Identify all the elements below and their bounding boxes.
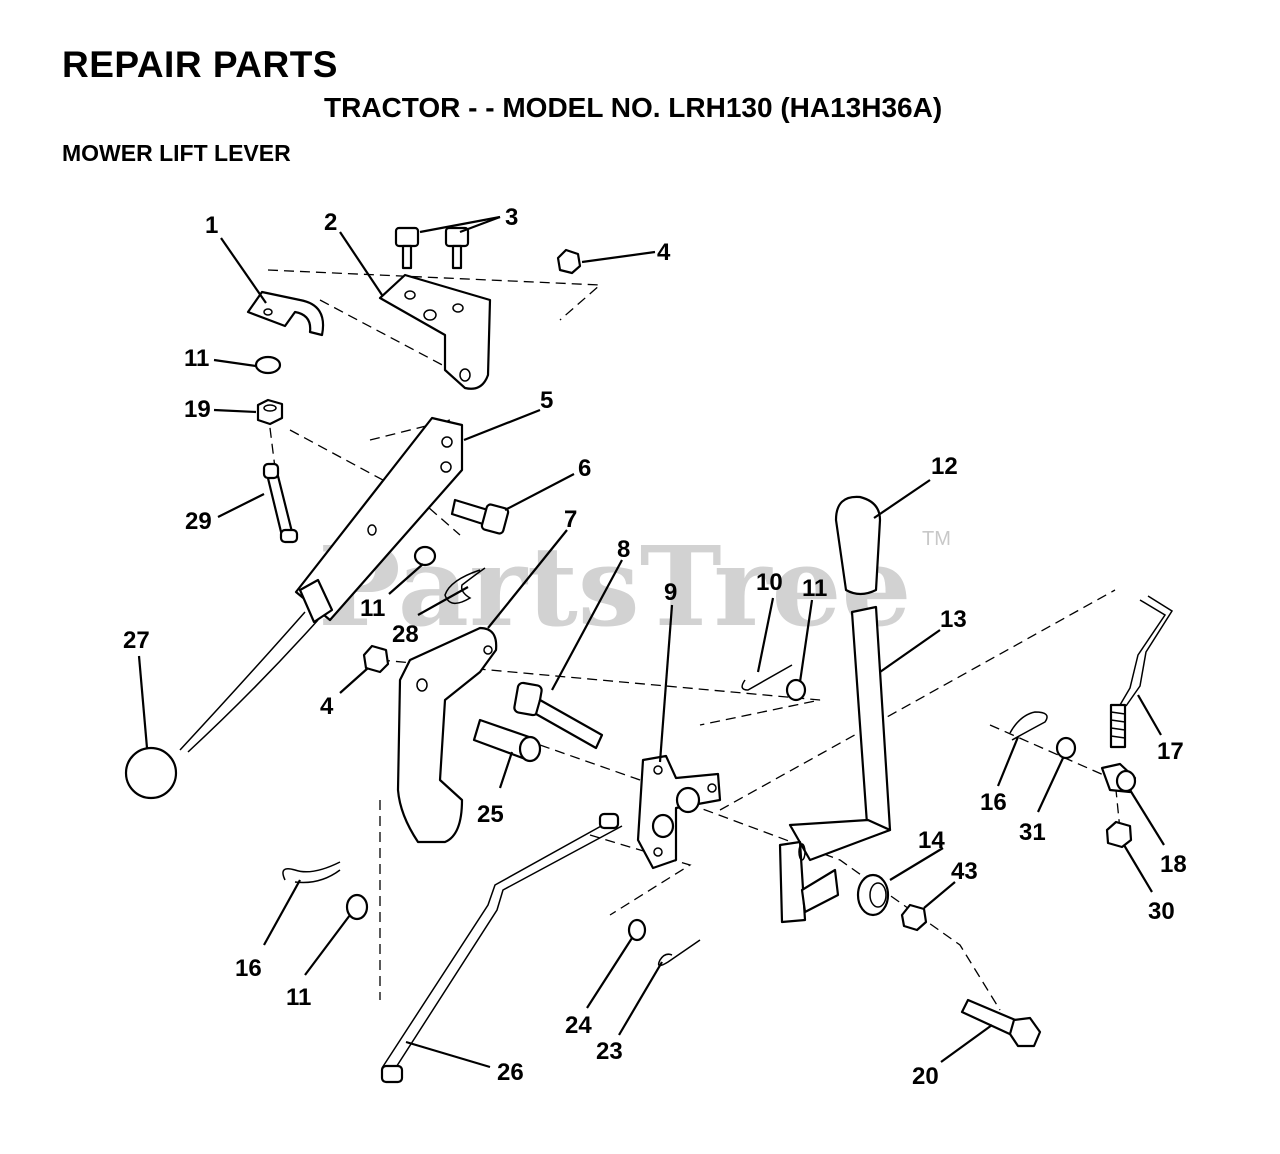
part-20-bolt (960, 998, 1042, 1048)
callout-11d: 11 (286, 984, 311, 1011)
callout-26: 26 (497, 1059, 524, 1086)
callout-17: 17 (1157, 738, 1184, 765)
part-16-hairpin-b (282, 861, 341, 884)
callout-31: 31 (1019, 819, 1046, 846)
part-5-lever-arm (179, 416, 464, 753)
section-title: MOWER LIFT LEVER (62, 140, 291, 166)
callout-3: 3 (505, 204, 518, 231)
part-11-washer-a (254, 355, 282, 375)
callout-10: 10 (756, 569, 783, 596)
part-16-hairpin-a (1009, 711, 1048, 741)
part-24-washer (627, 918, 647, 942)
part-27-knob (124, 746, 178, 800)
callout-6: 6 (578, 455, 591, 482)
callout-29: 29 (185, 508, 212, 535)
callout-12: 12 (931, 453, 958, 480)
part-4-nut-top (556, 248, 582, 275)
callout-1: 1 (205, 212, 218, 239)
part-1-clip (246, 290, 325, 337)
part-12-grip (834, 495, 882, 596)
callout-2: 2 (324, 209, 337, 236)
page-title: REPAIR PARTS (62, 44, 338, 85)
part-43-nut (900, 903, 928, 932)
part-28-hairpin (444, 567, 486, 604)
callout-11c: 11 (802, 575, 827, 602)
callout-16b: 16 (235, 955, 262, 982)
callout-19: 19 (184, 396, 211, 423)
callout-9: 9 (664, 579, 677, 606)
part-14-bushing (856, 873, 890, 917)
part-3-bolts (394, 226, 470, 270)
part-17-rod (1109, 595, 1174, 749)
callout-7: 7 (564, 506, 577, 533)
callout-13: 13 (940, 606, 967, 633)
callout-11a: 11 (184, 345, 209, 372)
part-8-bolt (513, 681, 604, 750)
callout-leaders (137, 215, 1165, 1069)
part-2-bracket (378, 273, 492, 390)
callout-11b: 11 (360, 595, 385, 622)
callout-18: 18 (1160, 851, 1187, 878)
callout-28: 28 (392, 621, 419, 648)
part-7-plate (396, 626, 498, 844)
callout-23: 23 (596, 1038, 623, 1065)
part-9-bracket (636, 754, 722, 870)
part-10-cotter-pin (741, 664, 793, 691)
callout-30: 30 (1148, 898, 1175, 925)
model-title: TRACTOR - - MODEL NO. LRH130 (HA13H36A) (324, 92, 943, 123)
callout-24: 24 (565, 1012, 592, 1039)
callout-4a: 4 (657, 239, 671, 266)
part-11-washer-d (345, 893, 369, 921)
part-29-link (262, 462, 299, 544)
callout-labels: 1 2 3 4 4 5 6 7 8 9 10 11 11 11 11 12 13… (123, 204, 1187, 1090)
callout-25: 25 (477, 801, 504, 828)
callout-27: 27 (123, 627, 150, 654)
part-4-nut-mid (362, 644, 390, 674)
callout-4b: 4 (320, 693, 334, 720)
callout-5: 5 (540, 387, 553, 414)
part-23-cotter-pin (657, 939, 701, 967)
part-19-nut (256, 398, 284, 426)
part-30-nut (1105, 820, 1133, 849)
callout-16a: 16 (980, 789, 1007, 816)
part-26-link-rod (380, 812, 623, 1084)
part-18-trunnion (1100, 762, 1137, 794)
part-6-bolt (450, 498, 510, 535)
part-11-washer-c (785, 678, 807, 702)
callout-20: 20 (912, 1063, 939, 1090)
watermark-trademark: TM (922, 528, 951, 550)
callout-14: 14 (918, 827, 945, 854)
part-25-spacer (472, 718, 542, 763)
callout-43: 43 (951, 858, 978, 885)
part-11-washer-b (413, 545, 437, 567)
part-13-lift-lever (778, 605, 892, 924)
callout-8: 8 (617, 536, 630, 563)
part-31-washer (1055, 736, 1077, 760)
watermark: PartsTree (318, 522, 912, 651)
